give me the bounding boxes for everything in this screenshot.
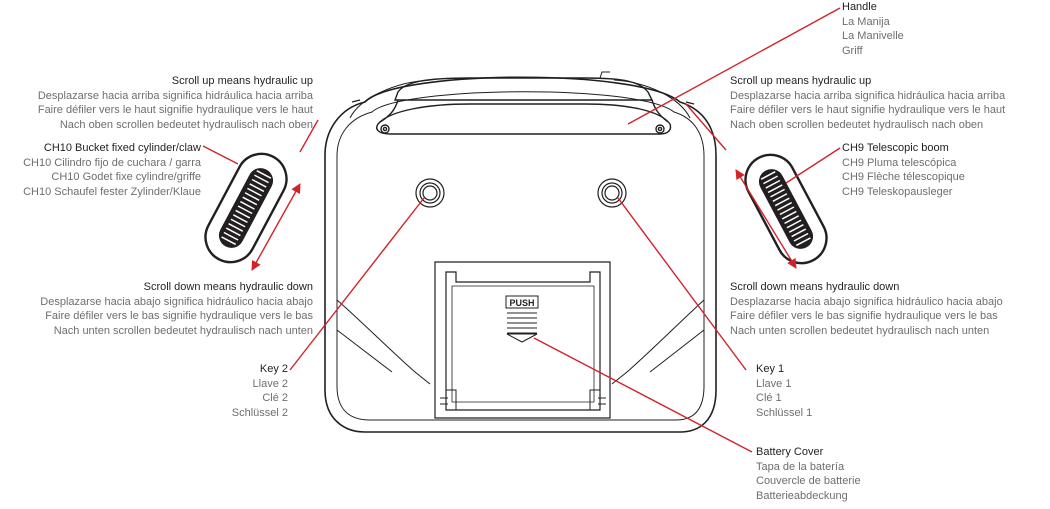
- handle-de: Griff: [842, 44, 863, 57]
- key2-de: Schlüssel 2: [231, 406, 288, 419]
- ch10-title: CH10 Bucket fixed cylinder/claw: [43, 142, 201, 154]
- label-ch10: CH10 Bucket fixed cylinder/claw CH10 Cil…: [0, 141, 201, 199]
- handle-es: La Manija: [842, 15, 890, 28]
- scroll-up-left-es: Desplazarse hacia arriba significa hidrá…: [37, 89, 313, 102]
- scroll-down-right-fr: Faire défiler vers le bas signifie hydra…: [730, 310, 998, 322]
- wheel-ridge: [228, 223, 244, 232]
- leader-ch10: [202, 145, 239, 165]
- scroll-up-left-de: Nach oben scrollen bedeutet hydraulisch …: [59, 118, 313, 131]
- label-scroll-up-left: Scroll up means hydraulic up Desplazarse…: [0, 74, 313, 132]
- wheel-ridge: [254, 174, 269, 184]
- key2-es: Llave 2: [252, 377, 288, 390]
- scroll-up-right-fr: Faire défiler vers le haut signifie hydr…: [730, 104, 1006, 116]
- handle-fr: La Manivelle: [842, 30, 904, 42]
- scroll-up-left-fr: Faire défiler vers le haut signifie hydr…: [37, 104, 313, 116]
- battery-de: Batterieabdeckung: [756, 489, 848, 502]
- wheel-ridge: [237, 205, 253, 215]
- wheel-ridge: [235, 209, 251, 219]
- scroll-down-left-es: Desplazarse hacia abajo significa hidráu…: [40, 295, 313, 308]
- leader-scroll-up-right: [685, 103, 727, 151]
- label-scroll-down-left: Scroll down means hydraulic down Desplaz…: [0, 280, 313, 338]
- scroll-down-right-es: Desplazarse hacia abajo significa hidráu…: [730, 295, 1003, 308]
- ch10-fr: CH10 Godet fixe cylindre/griffe: [51, 171, 201, 183]
- ch9-fr: CH9 Flèche télescopique: [842, 171, 965, 183]
- leader-lines: [202, 7, 841, 453]
- label-scroll-down-right: Scroll down means hydraulic down Desplaz…: [730, 280, 1003, 338]
- leader-battery: [533, 337, 753, 453]
- wheel-ridge: [221, 236, 237, 246]
- scroll-down-right-de: Nach unten scrollen bedeutet hydraulisch…: [730, 324, 990, 337]
- scroll-up-left-title: Scroll up means hydraulic up: [171, 75, 313, 87]
- ch9-title: CH9 Telescopic boom: [842, 142, 949, 154]
- handle-title: Handle: [842, 1, 877, 13]
- key1-title: Key 1: [756, 363, 785, 375]
- key1-es: Llave 1: [756, 377, 792, 390]
- wheel-ridge: [223, 231, 239, 241]
- label-handle: Handle La Manija La Manivelle Griff: [842, 0, 904, 58]
- ch9-de: CH9 Teleskopausleger: [842, 185, 953, 198]
- ch10-es: CH10 Cilindro fijo de cuchara / garra: [23, 156, 201, 169]
- label-ch9: CH9 Telescopic boom CH9 Pluma telescópic…: [842, 141, 965, 199]
- wheel-ridge: [230, 218, 246, 228]
- battery-es: Tapa de la batería: [756, 460, 845, 473]
- key2-fr: Clé 2: [262, 392, 288, 404]
- wheel-ridge: [232, 214, 248, 224]
- battery-fr: Couvercle de batterie: [756, 475, 861, 487]
- scroll-up-right-es: Desplazarse hacia arriba significa hidrá…: [730, 89, 1006, 102]
- wheel-ridge: [256, 170, 272, 179]
- leader-handle: [627, 7, 841, 125]
- right-scroll-wheel: [744, 153, 828, 265]
- label-battery-cover: Battery Cover Tapa de la batería Couverc…: [756, 445, 861, 503]
- label-key2: Key 2 Llave 2 Clé 2 Schlüssel 2: [150, 362, 288, 420]
- key1-fr: Clé 1: [756, 392, 782, 404]
- battery-cover-graphic: [434, 261, 611, 419]
- ch9-es: CH9 Pluma telescópica: [842, 156, 957, 169]
- label-key1: Key 1 Llave 1 Clé 1 Schlüssel 1: [756, 362, 812, 420]
- key1-graphic: [597, 178, 627, 208]
- leader-key1: [617, 197, 747, 371]
- ch10-de: CH10 Schaufel fester Zylinder/Klaue: [23, 185, 201, 198]
- handle-graphic: [376, 77, 672, 135]
- key2-title: Key 2: [259, 363, 288, 375]
- battery-title: Battery Cover: [756, 446, 824, 458]
- scroll-down-left-fr: Faire défiler vers le bas signifie hydra…: [45, 310, 313, 322]
- scroll-up-right-title: Scroll up means hydraulic up: [730, 75, 872, 87]
- scroll-down-right-title: Scroll down means hydraulic down: [730, 281, 900, 293]
- leader-scroll-up-left: [299, 119, 319, 153]
- label-scroll-up-right: Scroll up means hydraulic up Desplazarse…: [730, 74, 1005, 132]
- leader-ch9: [785, 147, 841, 184]
- key2-graphic: [415, 178, 445, 208]
- scroll-up-right-de: Nach oben scrollen bedeutet hydraulisch …: [730, 118, 984, 131]
- right-scroll-arrow: [735, 169, 797, 269]
- left-scroll-wheel: [204, 152, 288, 264]
- wheel-ridge: [225, 227, 241, 237]
- leader-key2: [289, 197, 425, 371]
- scroll-down-left-title: Scroll down means hydraulic down: [143, 281, 313, 293]
- wheel-ridge: [795, 237, 811, 247]
- key1-de: Schlüssel 1: [756, 406, 813, 419]
- push-label: PUSH: [509, 298, 534, 308]
- left-scroll-arrow: [251, 183, 301, 271]
- push-marker: [505, 295, 539, 343]
- scroll-down-left-de: Nach unten scrollen bedeutet hydraulisch…: [53, 324, 313, 337]
